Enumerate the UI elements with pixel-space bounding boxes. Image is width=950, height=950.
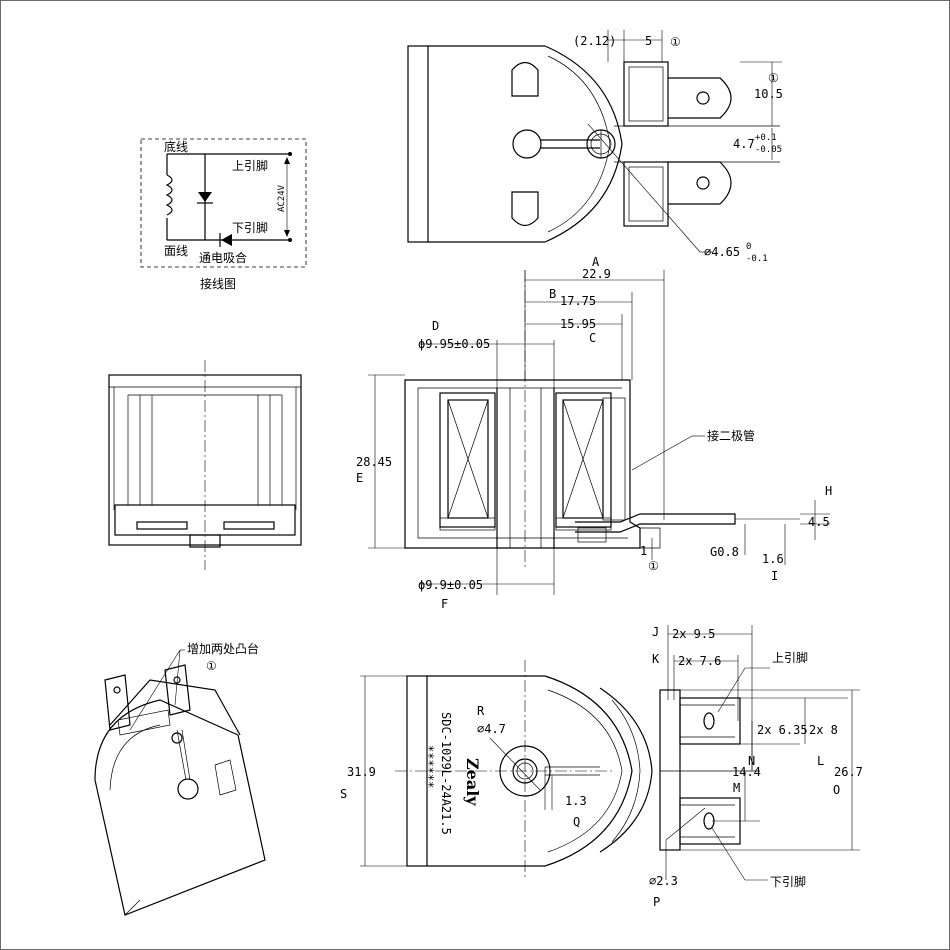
label-M: M [733,781,740,795]
label-O: O [833,783,840,797]
label-L: L [817,754,824,768]
front-lower-pin-label: 下引脚 [770,874,806,889]
dim-10-5: 10.5 [754,87,783,101]
top-slot-lower [511,191,539,227]
brand-mark: Zealy [463,758,482,806]
iso-note: 增加两处凸台 [187,641,259,656]
diode-symbol-2 [221,234,232,246]
front-view: Zealy SDC-1029L-24A21.5 ****** 31.9 S J … [340,625,863,909]
label-E: E [356,471,363,485]
dim-hole: ⌀4.65 [704,245,740,259]
note-mark-top: ① [670,35,681,49]
label-N: N [748,754,755,768]
top-center-hole [512,129,542,159]
dim-2x-9-5: 2x 9.5 [672,627,715,641]
terminal-tab-lower [668,161,732,205]
dim-2x-6-35: 2x 6.35 [757,723,808,737]
front-upper-pin-label: 上引脚 [772,650,808,665]
dim-1-6: 1.6 [762,552,784,566]
label-S: S [340,787,347,801]
bottom-wire-label: 底线 [164,139,188,154]
tol-4-7-lower: -0.05 [755,145,782,155]
note-mark-right: ① [768,71,779,85]
front-terminal-block [659,689,681,851]
label-B: B [549,287,556,301]
wiring-caption: 接线图 [200,276,236,291]
dim-1-3: 1.3 [565,794,587,808]
top-view: (2.12) 5 ① ① 10.5 4.7 +0.1 -0.05 ⌀4.65 0… [407,30,783,264]
top-slot-upper [511,61,539,97]
dim-5: 5 [645,34,652,48]
dim-phi-4-7: ⌀4.7 [477,722,506,736]
label-H: H [825,484,832,498]
iso-hole [177,778,199,800]
iso-base [94,734,266,916]
side-slot-left [136,521,188,530]
dim-14-4: 14.4 [732,765,761,779]
label-R: R [477,704,485,718]
dim-G: G0.8 [710,545,739,559]
dim-31-9: 31.9 [347,765,376,779]
model-number: SDC-1029L-24A21.5 [439,712,453,835]
dim-22-9: 22.9 [582,267,611,281]
dim-2-12: (2.12) [573,34,616,48]
dim-28-45: 28.45 [356,455,392,469]
front-housing-outline [544,675,633,867]
label-F: F [441,597,448,611]
dim-2x-8: 2x 8 [809,723,838,737]
label-D: D [432,319,439,333]
label-C: C [589,331,596,345]
voltage-label: AC24V [277,184,287,212]
tol-4-7-upper: +0.1 [755,133,777,143]
side-view [108,360,302,570]
diode-potting [602,397,626,521]
label-Q: Q [573,815,580,829]
front-tab-upper [679,697,741,745]
diode-symbol-1 [198,192,212,202]
side-slot-right [223,521,275,530]
dim-4-5: 4.5 [808,515,830,529]
lower-pin-label: 下引脚 [232,220,268,235]
iso-top-face [109,679,241,736]
coil-symbol [165,174,173,216]
iso-note-mark: ① [206,659,217,673]
bobbin-right [555,392,612,528]
label-K: K [652,652,660,666]
terminal-tab-upper [668,77,732,119]
tol-hole-upper: 0 [746,242,751,252]
bobbin-left [439,392,496,528]
isometric-view: 增加两处凸台 ① [94,641,266,916]
top-housing-outline [544,45,623,243]
label-A: A [592,255,600,269]
note-mark-section: ① [648,559,659,573]
upper-pin-label: 上引脚 [232,158,268,173]
wiring-frame [140,138,307,268]
dim-15-95: 15.95 [560,317,596,331]
iso-terminal-1 [104,674,131,731]
tol-hole-lower: -0.1 [746,254,768,264]
dim-phi-9-9: ϕ9.9±0.05 [418,578,483,592]
label-P: P [653,895,660,909]
energize-label: 通电吸合 [199,250,247,265]
serial-mark: ****** [422,745,436,788]
label-J: J [652,625,659,639]
surface-wire-label: 面线 [164,244,188,258]
section-pin [575,513,736,533]
dim-1: 1 [640,544,647,558]
label-I: I [771,569,778,583]
dim-phi-9-95: ϕ9.95±0.05 [418,337,490,351]
diode-note: 接二极管 [707,428,755,443]
dim-17-75: 17.75 [560,294,596,308]
dim-26-7: 26.7 [834,765,863,779]
section-view: A 22.9 B 17.75 15.95 C D ϕ9.95±0.05 28.4… [356,255,832,611]
front-center-hole [499,745,551,797]
wiring-diagram: 底线 面线 上引脚 下引脚 通电吸合 AC24V 接线图 [140,138,307,291]
dim-phi-2-3: ⌀2.3 [649,874,678,888]
terminal-block-upper [623,61,669,127]
dim-2x-7-6: 2x 7.6 [678,654,721,668]
dim-4-7: 4.7 [733,137,755,151]
terminal-block-lower [623,161,669,227]
